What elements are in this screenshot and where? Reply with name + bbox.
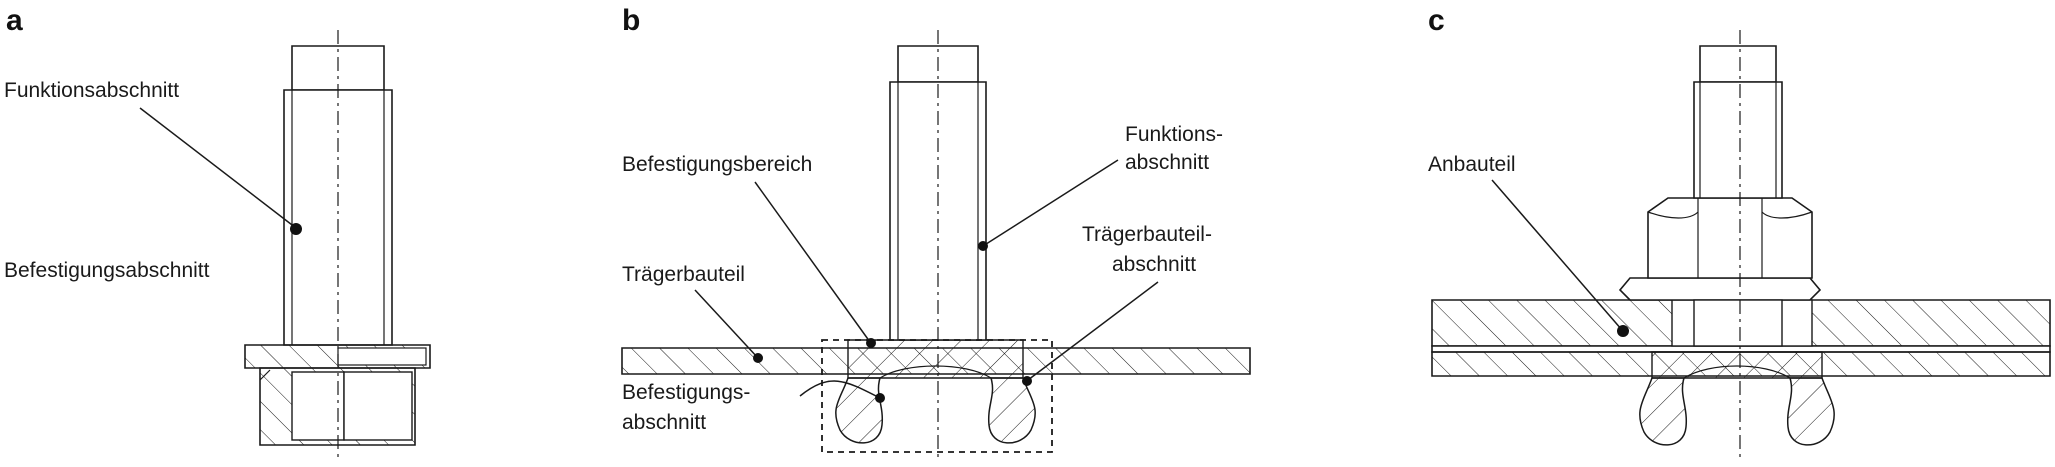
panel-label-a: a <box>6 4 23 37</box>
carrier-plate-c <box>1431 345 2051 353</box>
curl-right-b <box>987 377 1036 444</box>
curl-left-c <box>1639 377 1688 446</box>
panel-a-drawing <box>139 30 431 462</box>
label-traegerbauteil: Trägerbauteil <box>622 263 745 286</box>
leader-dot-a <box>290 223 302 235</box>
label-funktions-line1: Funktions- <box>1125 123 1224 146</box>
leader-funktionsabschnitt-a <box>139 107 297 229</box>
label-befestigungs-line2: abschnitt <box>622 411 707 434</box>
label-traegerbauteil-abschnitt-line1: Trägerbauteil- <box>1082 223 1212 246</box>
fastening-region-box-b <box>821 339 1053 453</box>
curl-right-c <box>1786 377 1835 446</box>
label-anbauteil: Anbauteil <box>1428 153 1516 176</box>
label-traegerbauteil-abschnitt-line2: abschnitt <box>1112 253 1197 276</box>
panel-c-drawing <box>1431 30 2051 462</box>
leader-anbauteil <box>1491 179 1623 331</box>
hex-nut-c <box>1647 197 1813 279</box>
label-befestigungs-line1: Befestigungs- <box>622 381 751 404</box>
label-funktions-line2: abschnitt <box>1125 151 1210 174</box>
bolt-top-cap-c <box>1699 45 1777 83</box>
leader-traegerbauteil-abschnitt <box>1027 281 1159 381</box>
panel-label-c: c <box>1428 4 1445 37</box>
leader-befestigungsbereich <box>754 181 871 343</box>
leader-befestigungsabschnitt-b <box>799 380 881 399</box>
bolt-shaft-c <box>1693 81 1783 199</box>
label-funktionsabschnitt-a: Funktionsabschnitt <box>4 79 180 102</box>
leader-funktionsabschnitt-b <box>982 159 1119 247</box>
nut-flange-c <box>1618 277 1822 301</box>
label-befestigungsabschnitt-a: Befestigungsabschnitt <box>4 259 210 282</box>
label-befestigungsbereich: Befestigungsbereich <box>622 153 813 176</box>
panel-b-drawing <box>621 30 1251 462</box>
fastening-c <box>1651 351 1823 379</box>
panel-label-b: b <box>622 4 641 37</box>
leader-traegerbauteil <box>694 289 759 359</box>
